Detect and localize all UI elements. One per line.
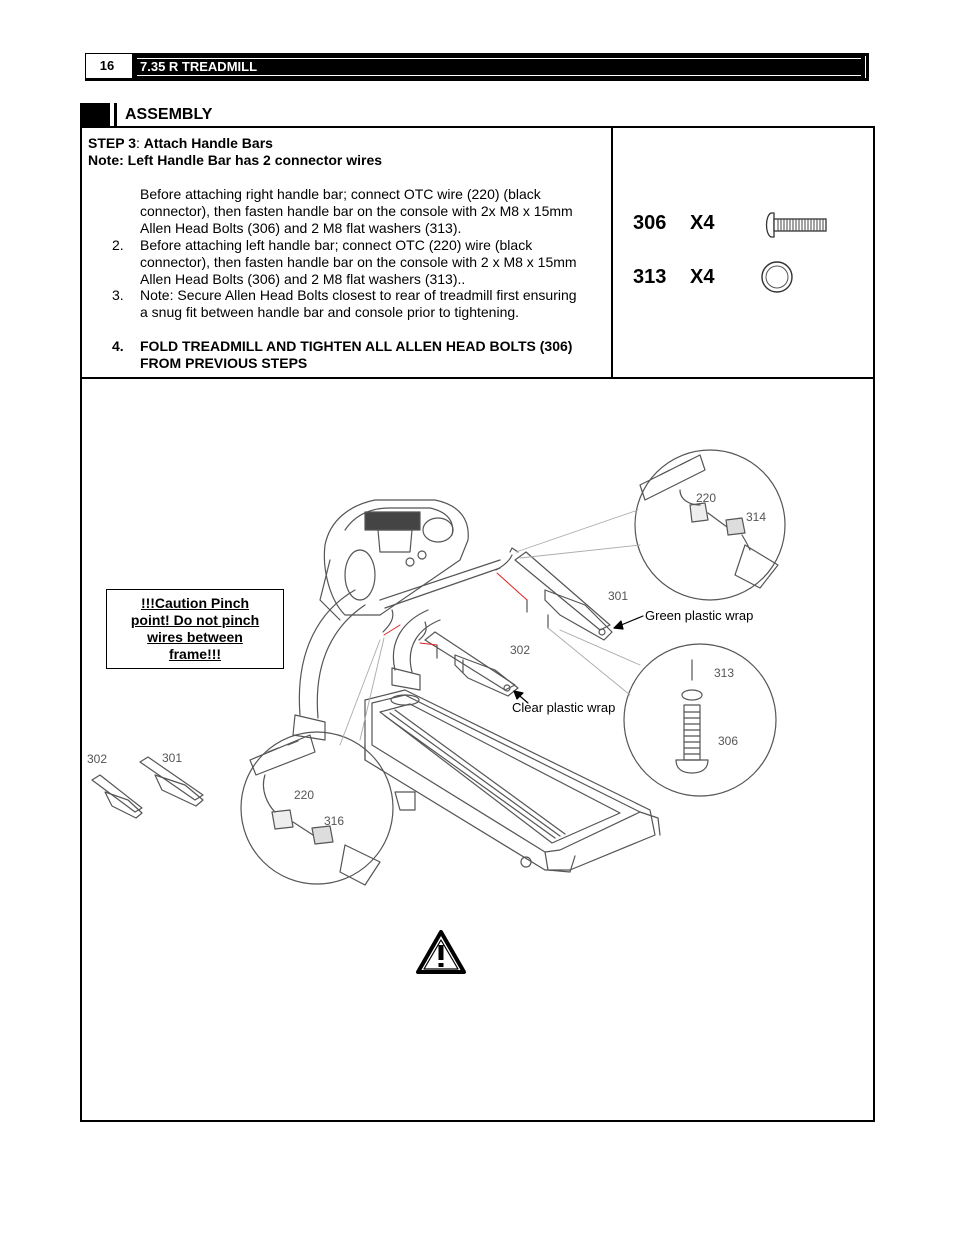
warning-triangle-icon xyxy=(416,930,466,974)
hardware-qty-306: X4 xyxy=(690,212,715,234)
instruction-line: Before attaching left handle bar; connec… xyxy=(140,237,533,253)
washer-icon xyxy=(761,261,793,293)
header-end-bar xyxy=(865,56,866,78)
handlebar-301-drawing xyxy=(509,547,613,641)
instruction-item-3: Note: Secure Allen Head Bolts closest to… xyxy=(140,287,608,321)
label-220-bottom: 220 xyxy=(294,788,314,802)
handlebar-302-drawing xyxy=(424,631,519,697)
label-314: 314 xyxy=(746,510,766,524)
step-note: Note: Left Handle Bar has 2 connector wi… xyxy=(88,152,383,168)
instruction-line: FROM PREVIOUS STEPS xyxy=(140,355,308,371)
manual-title: 7.35 R TREADMILL xyxy=(140,59,258,74)
step-title: Attach Handle Bars xyxy=(143,135,273,151)
wires-drawing xyxy=(382,554,513,641)
leader-lines xyxy=(339,509,641,746)
instruction-line: connector), then fasten handle bar on th… xyxy=(140,203,573,219)
label-302-spare: 302 xyxy=(87,752,107,766)
instruction-line: a snug fit between handle bar and consol… xyxy=(140,304,520,320)
red-wire-guides xyxy=(383,572,528,646)
caution-line: point! Do not pinch xyxy=(130,612,260,628)
instruction-number-2: 2. xyxy=(112,237,124,253)
instruction-line: Allen Head Bolts (306) and 2 M8 flat was… xyxy=(140,271,466,287)
instruction-item-4: FOLD TREADMILL AND TIGHTEN ALL ALLEN HEA… xyxy=(140,338,608,372)
instruction-number-4: 4. xyxy=(112,338,124,354)
header-rule-top xyxy=(137,58,861,59)
hardware-part-313: 313 xyxy=(633,266,667,288)
label-301-exploded: 301 xyxy=(608,589,628,603)
instruction-item-2: Before attaching left handle bar; connec… xyxy=(140,237,608,288)
instruction-line: Note: Secure Allen Head Bolts closest to… xyxy=(140,287,577,303)
column-divider xyxy=(611,126,613,379)
step-heading: STEP 3: Attach Handle Bars xyxy=(88,135,273,152)
caution-line: frame!!! xyxy=(168,646,222,662)
label-306: 306 xyxy=(718,734,738,748)
treadmill-console-drawing xyxy=(319,499,501,621)
section-title: ASSEMBLY xyxy=(125,106,213,123)
page-number: 16 xyxy=(86,54,132,78)
label-302-exploded: 302 xyxy=(510,643,530,657)
spare-handlebars-drawing xyxy=(91,756,204,819)
label-220-top: 220 xyxy=(696,491,716,505)
row-divider xyxy=(80,377,875,379)
instruction-number-3: 3. xyxy=(112,287,124,303)
detail-circle-top-right xyxy=(634,449,786,601)
instruction-line: FOLD TREADMILL AND TIGHTEN ALL ALLEN HEA… xyxy=(140,338,573,354)
section-marker-block xyxy=(80,103,110,126)
treadmill-deck-drawing xyxy=(364,689,661,873)
instruction-line: Before attaching right handle bar; conne… xyxy=(140,186,541,202)
caution-line: !!!Caution Pinch xyxy=(140,595,250,611)
step-label: STEP 3 xyxy=(88,135,136,151)
caution-line: wires between xyxy=(147,629,243,645)
callout-arrows xyxy=(513,615,644,704)
label-316: 316 xyxy=(324,814,344,828)
instruction-box xyxy=(80,126,875,1122)
detail-circle-bottom-left xyxy=(240,731,394,886)
detail-circle-right-middle xyxy=(623,643,777,797)
callout-clear-plastic-wrap: Clear plastic wrap xyxy=(512,700,615,715)
section-marker-line xyxy=(114,103,117,126)
hardware-qty-313: X4 xyxy=(690,266,715,288)
label-301-spare: 301 xyxy=(162,751,182,765)
step-colon: : xyxy=(136,135,144,151)
label-313: 313 xyxy=(714,666,734,680)
instruction-line: connector), then fasten handle bar on th… xyxy=(140,254,577,270)
page-header: 16 7.35 R TREADMILL xyxy=(85,53,869,81)
header-rule-bottom xyxy=(137,75,861,76)
caution-notice: !!!Caution Pinch point! Do not pinch wir… xyxy=(106,589,284,669)
instruction-item-1: Before attaching right handle bar; conne… xyxy=(140,186,608,237)
instruction-line: Allen Head Bolts (306) and 2 M8 flat was… xyxy=(140,220,462,236)
hardware-part-306: 306 xyxy=(633,212,667,234)
bolt-icon xyxy=(765,212,827,238)
callout-green-plastic-wrap: Green plastic wrap xyxy=(645,608,753,623)
treadmill-upright-drawing xyxy=(292,589,441,741)
